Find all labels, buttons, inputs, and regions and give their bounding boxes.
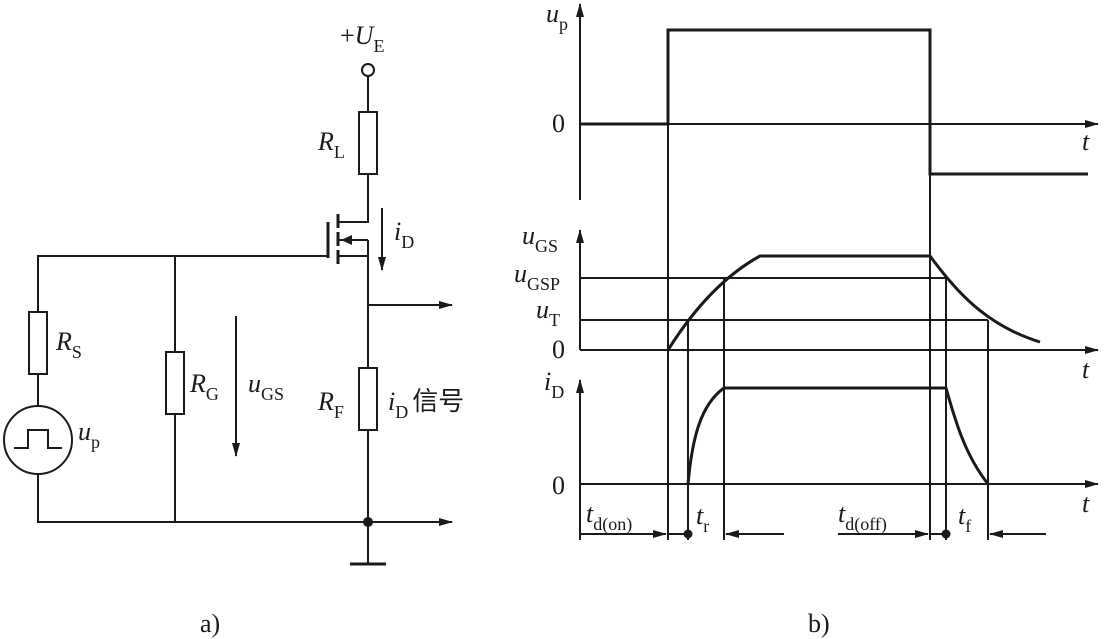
timing-guide-lines bbox=[667, 124, 989, 540]
id-waveform bbox=[686, 386, 990, 485]
timing-diagram: up 0 t uGS uGSP uT 0 t iD 0 t bbox=[514, 0, 1099, 638]
id-axis-label: iD bbox=[544, 367, 564, 402]
supply-label: +UE bbox=[340, 21, 384, 56]
pulse-source bbox=[3, 405, 73, 475]
up-waveform bbox=[580, 28, 1088, 176]
ut-label: uT bbox=[536, 295, 560, 330]
resistor-rg bbox=[165, 351, 185, 415]
tf-label: tf bbox=[958, 501, 971, 536]
resistor-rf bbox=[358, 367, 378, 431]
gate-wire bbox=[37, 255, 328, 312]
td-off-label: td(off) bbox=[838, 499, 887, 535]
td-on-label: td(on) bbox=[586, 499, 632, 535]
mosfet-symbol bbox=[326, 214, 368, 264]
tr-dot bbox=[683, 529, 693, 539]
rg-label: RG bbox=[189, 369, 219, 404]
ugsp-label: uGSP bbox=[514, 259, 560, 294]
tr-label: tr bbox=[696, 501, 709, 536]
ugs-zero-label: 0 bbox=[552, 335, 565, 364]
caption-a: a) bbox=[200, 609, 220, 638]
wire-rl-drain bbox=[338, 174, 369, 223]
ugs-t-label: t bbox=[1082, 355, 1090, 384]
up-source-label: up bbox=[78, 417, 100, 452]
id-zero-label: 0 bbox=[552, 471, 565, 500]
supply-terminal bbox=[361, 63, 375, 77]
up-zero-label: 0 bbox=[552, 109, 565, 138]
up-axis-label: up bbox=[546, 0, 568, 34]
resistor-rl bbox=[358, 111, 378, 175]
ground-return-wire bbox=[37, 474, 453, 526]
rf-label: RF bbox=[317, 387, 344, 422]
rs-label: RS bbox=[55, 327, 82, 362]
up-t-label: t bbox=[1082, 127, 1090, 156]
caption-b: b) bbox=[808, 609, 830, 638]
id-t-label: t bbox=[1082, 489, 1090, 518]
rl-label: RL bbox=[317, 127, 345, 162]
ugs-circuit-label: uGS bbox=[248, 369, 284, 404]
ugs-axis-label: uGS bbox=[522, 221, 558, 256]
resistor-rs bbox=[28, 311, 48, 375]
id-label: iD bbox=[394, 217, 414, 252]
tf-dot bbox=[941, 529, 951, 539]
